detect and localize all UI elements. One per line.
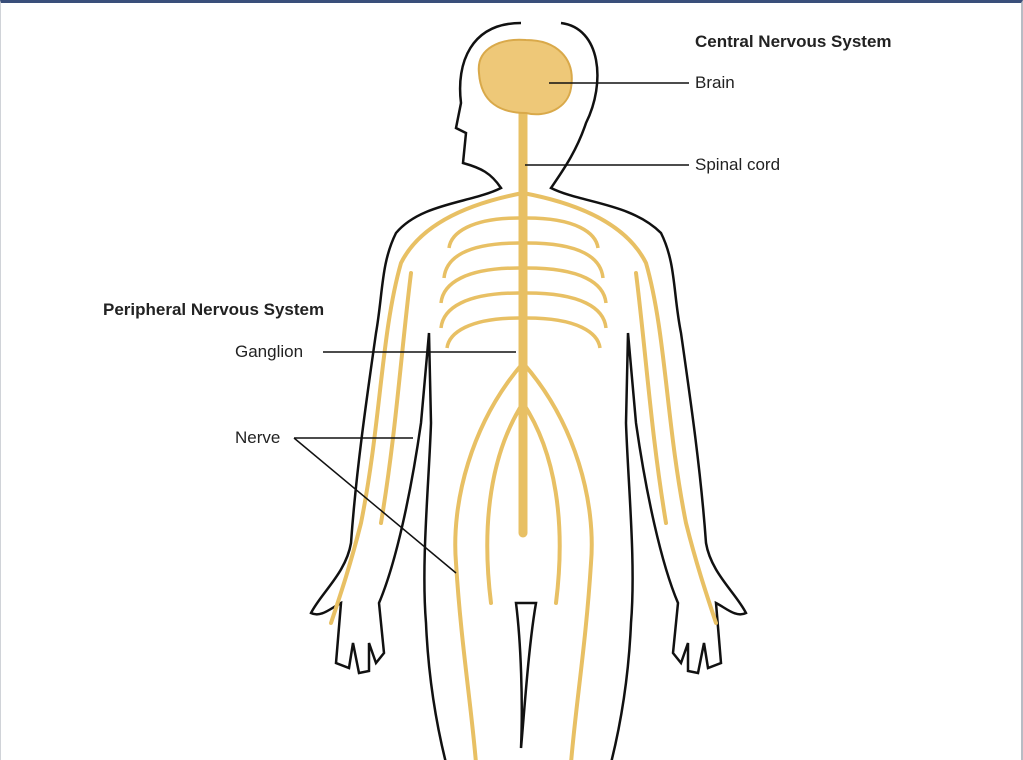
brain-shape — [477, 38, 573, 116]
ganglion-label: Ganglion — [235, 342, 304, 361]
body-outline — [309, 21, 748, 760]
ribs — [439, 216, 608, 349]
nerves — [329, 108, 718, 760]
leader-lines — [293, 82, 689, 574]
pns-heading: Peripheral Nervous System — [103, 300, 325, 319]
spinal-cord-label: Spinal cord — [695, 155, 781, 174]
body-illustration — [293, 21, 748, 760]
brain-label: Brain — [695, 73, 735, 92]
cns-heading: Central Nervous System — [695, 32, 892, 51]
nerve-label: Nerve — [235, 428, 281, 447]
